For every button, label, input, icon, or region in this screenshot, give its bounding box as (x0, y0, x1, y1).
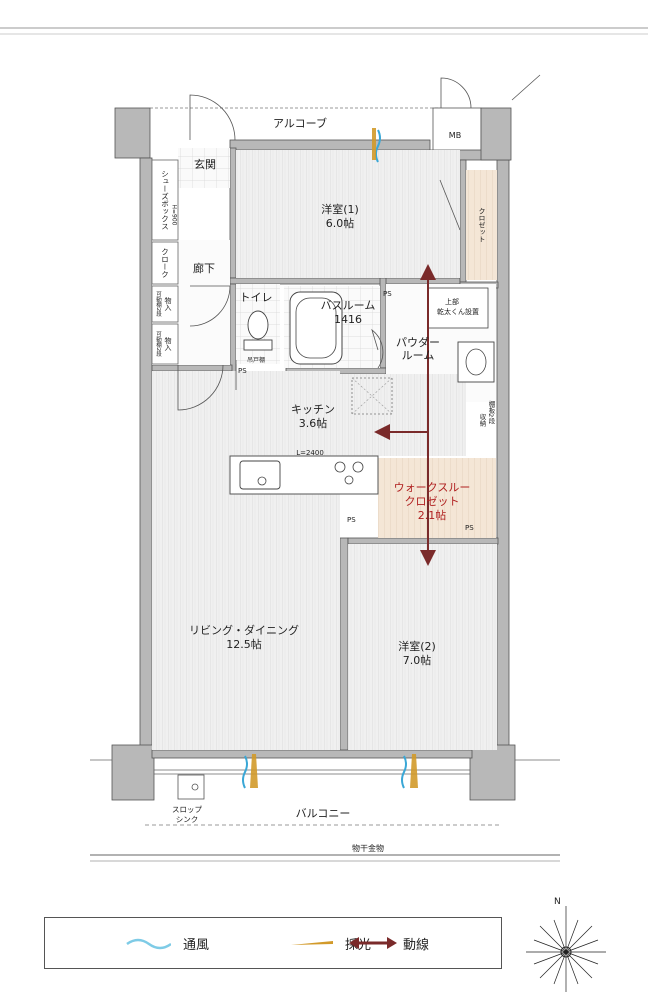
western-2-label: 洋室(2) (398, 639, 436, 653)
living-size: 12.5帖 (226, 638, 262, 651)
bathtub-icon (289, 291, 343, 365)
storage-1-sub: 可動棚2段 (155, 291, 162, 318)
hanger-label: 物干金物 (352, 843, 384, 853)
ventilation-legend-icon (126, 938, 171, 950)
upper-shelf-label: 上部 (445, 297, 459, 306)
mb-label: MB (449, 131, 461, 140)
powder-label-2: ルーム (402, 349, 435, 362)
storage-2-box (151, 323, 179, 365)
living-label: リビング・ダイニング (189, 623, 299, 637)
legend-ventilation: 通風 (183, 938, 210, 953)
hallway-label: 廊下 (193, 261, 215, 275)
ps2-label: PS (383, 290, 392, 298)
living-floor (152, 371, 340, 750)
walkthrough-label-2: クロゼット (405, 495, 460, 508)
shoe-box (151, 159, 179, 241)
slop-sink-label: スロップ (172, 805, 202, 814)
compass-icon: N (526, 897, 606, 992)
ps3-label: PS (465, 524, 474, 532)
western-room-2-floor (348, 544, 497, 750)
sink-icon (239, 460, 281, 490)
walls (111, 107, 516, 801)
western-1-label: 洋室(1) (321, 202, 359, 216)
storage-1-label: 物入 (164, 296, 172, 311)
toilet-sub: 吊戸棚 (247, 356, 265, 364)
bathroom-label: バスルーム (321, 299, 376, 312)
toilet-label: トイレ (240, 291, 273, 304)
stove-icon (334, 461, 364, 485)
kitchen-size: 3.6帖 (299, 417, 328, 430)
entrance-floor (178, 148, 230, 188)
closet-1-floor (466, 170, 497, 280)
shelf-label-2: 収納 (478, 413, 486, 428)
storage-1-box (151, 285, 179, 323)
slop-sink-label-2: シンク (176, 815, 199, 824)
ventilation-icon (242, 129, 407, 789)
powder-label: パウダー (396, 335, 440, 349)
circulation-legend-icon (349, 937, 397, 949)
western-room-1-floor (236, 150, 460, 278)
alcove-label: アルコーブ (273, 116, 327, 130)
walkthrough-closet-floor (378, 458, 496, 538)
shoe-box-label: シューズボックス (160, 170, 169, 230)
circulation-arrows (374, 264, 436, 566)
north-label: N (554, 897, 561, 907)
western-2-size: 7.0帖 (403, 654, 432, 667)
storage-2-sub: 可動棚2段 (155, 331, 162, 358)
kitchen-label: キッチン (291, 403, 335, 416)
ps4-label: PS (347, 516, 356, 524)
legend-circulation: 動線 (403, 938, 430, 953)
cloak-label: クローク (161, 248, 170, 278)
upper-shelf-label-2: 乾太くん設置 (437, 307, 479, 316)
storage-2-label: 物入 (164, 336, 172, 351)
door-swing-icon (177, 74, 541, 411)
balcony-label: バルコニー (296, 807, 351, 820)
daylight-legend-icon (291, 941, 333, 945)
toilet-icon (243, 310, 273, 351)
shelf-label: 棚板2段 (487, 399, 495, 425)
legend: 通風 採光 動線 (44, 917, 502, 969)
cloak-box (151, 241, 179, 285)
closet-label: クロゼット (478, 208, 486, 243)
kitchen-length: L=2400 (296, 449, 324, 457)
entrance-label: 玄関 (194, 157, 216, 171)
ps-label: PS (238, 367, 247, 375)
daylight-icon (250, 128, 418, 788)
walkthrough-size: 2.1帖 (418, 509, 447, 522)
walkthrough-label: ウォークスルー (394, 481, 471, 494)
shoe-h-label: H=900 (171, 205, 178, 226)
bathroom-size: 1416 (334, 313, 362, 326)
western-1-size: 6.0帖 (326, 217, 355, 230)
